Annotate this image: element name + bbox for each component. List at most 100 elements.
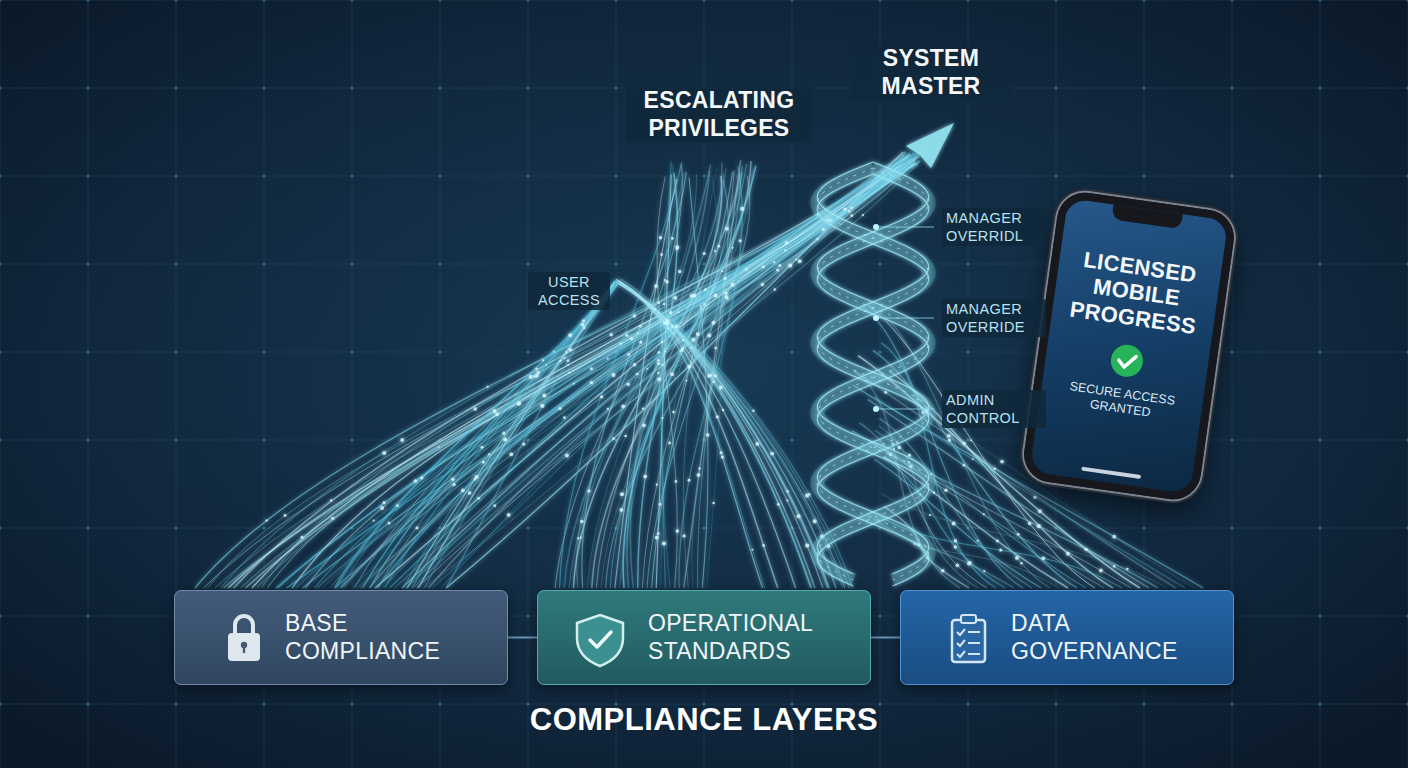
grid-dot xyxy=(1230,526,1233,529)
leader-dot xyxy=(873,406,879,412)
light-dot xyxy=(656,483,658,485)
light-dot xyxy=(502,432,505,435)
light-dot xyxy=(963,464,966,467)
light-stream xyxy=(617,281,843,588)
heading-label: ESCALATING PRIVILEGES xyxy=(626,86,812,143)
grid-dot xyxy=(262,526,265,529)
light-stream xyxy=(418,282,614,588)
light-dot xyxy=(983,570,985,572)
grid-dot xyxy=(262,262,265,265)
grid-dot xyxy=(702,262,705,265)
grid-dot xyxy=(86,438,89,441)
grid-dot xyxy=(438,262,441,265)
light-stream xyxy=(638,173,678,588)
grid-dot xyxy=(878,262,881,265)
light-dot xyxy=(558,407,561,410)
light-dot xyxy=(709,374,712,377)
grid-dot xyxy=(702,526,705,529)
arrow-head xyxy=(906,123,954,168)
grid-dot xyxy=(262,438,265,441)
node-heading: DATA GOVERNANCE xyxy=(1011,610,1189,664)
light-dot xyxy=(438,446,440,448)
shield-icon xyxy=(577,615,623,666)
light-dot xyxy=(711,321,715,325)
light-dot xyxy=(636,373,639,376)
light-dot xyxy=(954,539,957,542)
grid-dot xyxy=(1318,262,1321,265)
grid-dot xyxy=(350,86,353,89)
light-dot xyxy=(666,319,670,323)
light-dot xyxy=(850,207,853,210)
grid-dot xyxy=(1142,0,1145,2)
light-dot xyxy=(672,411,675,414)
grid-dot xyxy=(614,174,617,177)
light-stream xyxy=(662,162,671,588)
light-dot xyxy=(517,401,521,405)
grid-line xyxy=(1320,0,1321,768)
phone-screen: LICENSED MOBILE PROGRESSSECURE ACCESS GR… xyxy=(1021,189,1238,503)
light-dot xyxy=(330,499,332,501)
light-dot xyxy=(739,239,742,242)
light-dot xyxy=(486,386,488,388)
light-dot xyxy=(1099,569,1103,573)
grid-dot xyxy=(878,0,881,2)
light-dot xyxy=(493,504,496,507)
helix-band xyxy=(817,168,928,580)
grid-dot xyxy=(1406,614,1408,617)
compliance-box: BASE COMPLIANCE xyxy=(174,590,508,685)
light-stream xyxy=(341,282,617,588)
light-dot xyxy=(688,479,691,482)
grid-dot xyxy=(0,350,2,353)
grid-dot xyxy=(878,350,881,353)
light-dot xyxy=(654,308,656,310)
grid-dot xyxy=(526,262,529,265)
light-dot xyxy=(661,417,663,419)
grid-dot xyxy=(1406,526,1408,529)
light-dot xyxy=(706,433,710,437)
grid-dot xyxy=(1406,438,1408,441)
light-dot xyxy=(461,489,465,493)
light-stream xyxy=(623,166,756,588)
grid-dot xyxy=(174,702,177,705)
callout-label: ADMIN CONTROL xyxy=(942,390,1046,428)
light-dot xyxy=(805,494,809,498)
light-dot xyxy=(944,488,947,491)
grid-dot xyxy=(1142,702,1145,705)
light-dot xyxy=(675,325,679,329)
light-dot xyxy=(662,364,664,366)
grid-dot xyxy=(174,174,177,177)
grid-dot xyxy=(790,0,793,2)
light-dot xyxy=(816,238,818,240)
light-dot xyxy=(948,439,951,442)
light-dot xyxy=(732,247,734,249)
light-dot xyxy=(619,342,622,345)
light-dot xyxy=(420,476,423,479)
light-dot xyxy=(712,380,715,383)
light-dot xyxy=(1015,556,1019,560)
grid-line xyxy=(88,0,89,768)
light-dot xyxy=(477,497,480,500)
node-heading: LICENSED MOBILE PROGRESS xyxy=(1061,245,1212,340)
grid-dot xyxy=(1406,174,1408,177)
light-dot xyxy=(813,519,817,523)
light-dot xyxy=(568,333,572,337)
grid-dot xyxy=(86,702,89,705)
check-icon xyxy=(1108,342,1146,380)
light-dot xyxy=(630,337,633,340)
light-dot xyxy=(962,442,966,446)
light-dot xyxy=(690,294,694,298)
light-dot xyxy=(977,540,979,542)
light-stream xyxy=(620,283,764,588)
grid-dot xyxy=(1142,86,1145,89)
light-dot xyxy=(691,338,695,342)
grid-dot xyxy=(262,350,265,353)
light-dot xyxy=(284,514,287,517)
light-dot xyxy=(671,237,674,240)
light-dot xyxy=(682,339,684,341)
light-dot xyxy=(522,442,525,445)
light-dot xyxy=(884,391,887,394)
grid-dot xyxy=(1406,350,1408,353)
light-dot xyxy=(582,319,585,322)
